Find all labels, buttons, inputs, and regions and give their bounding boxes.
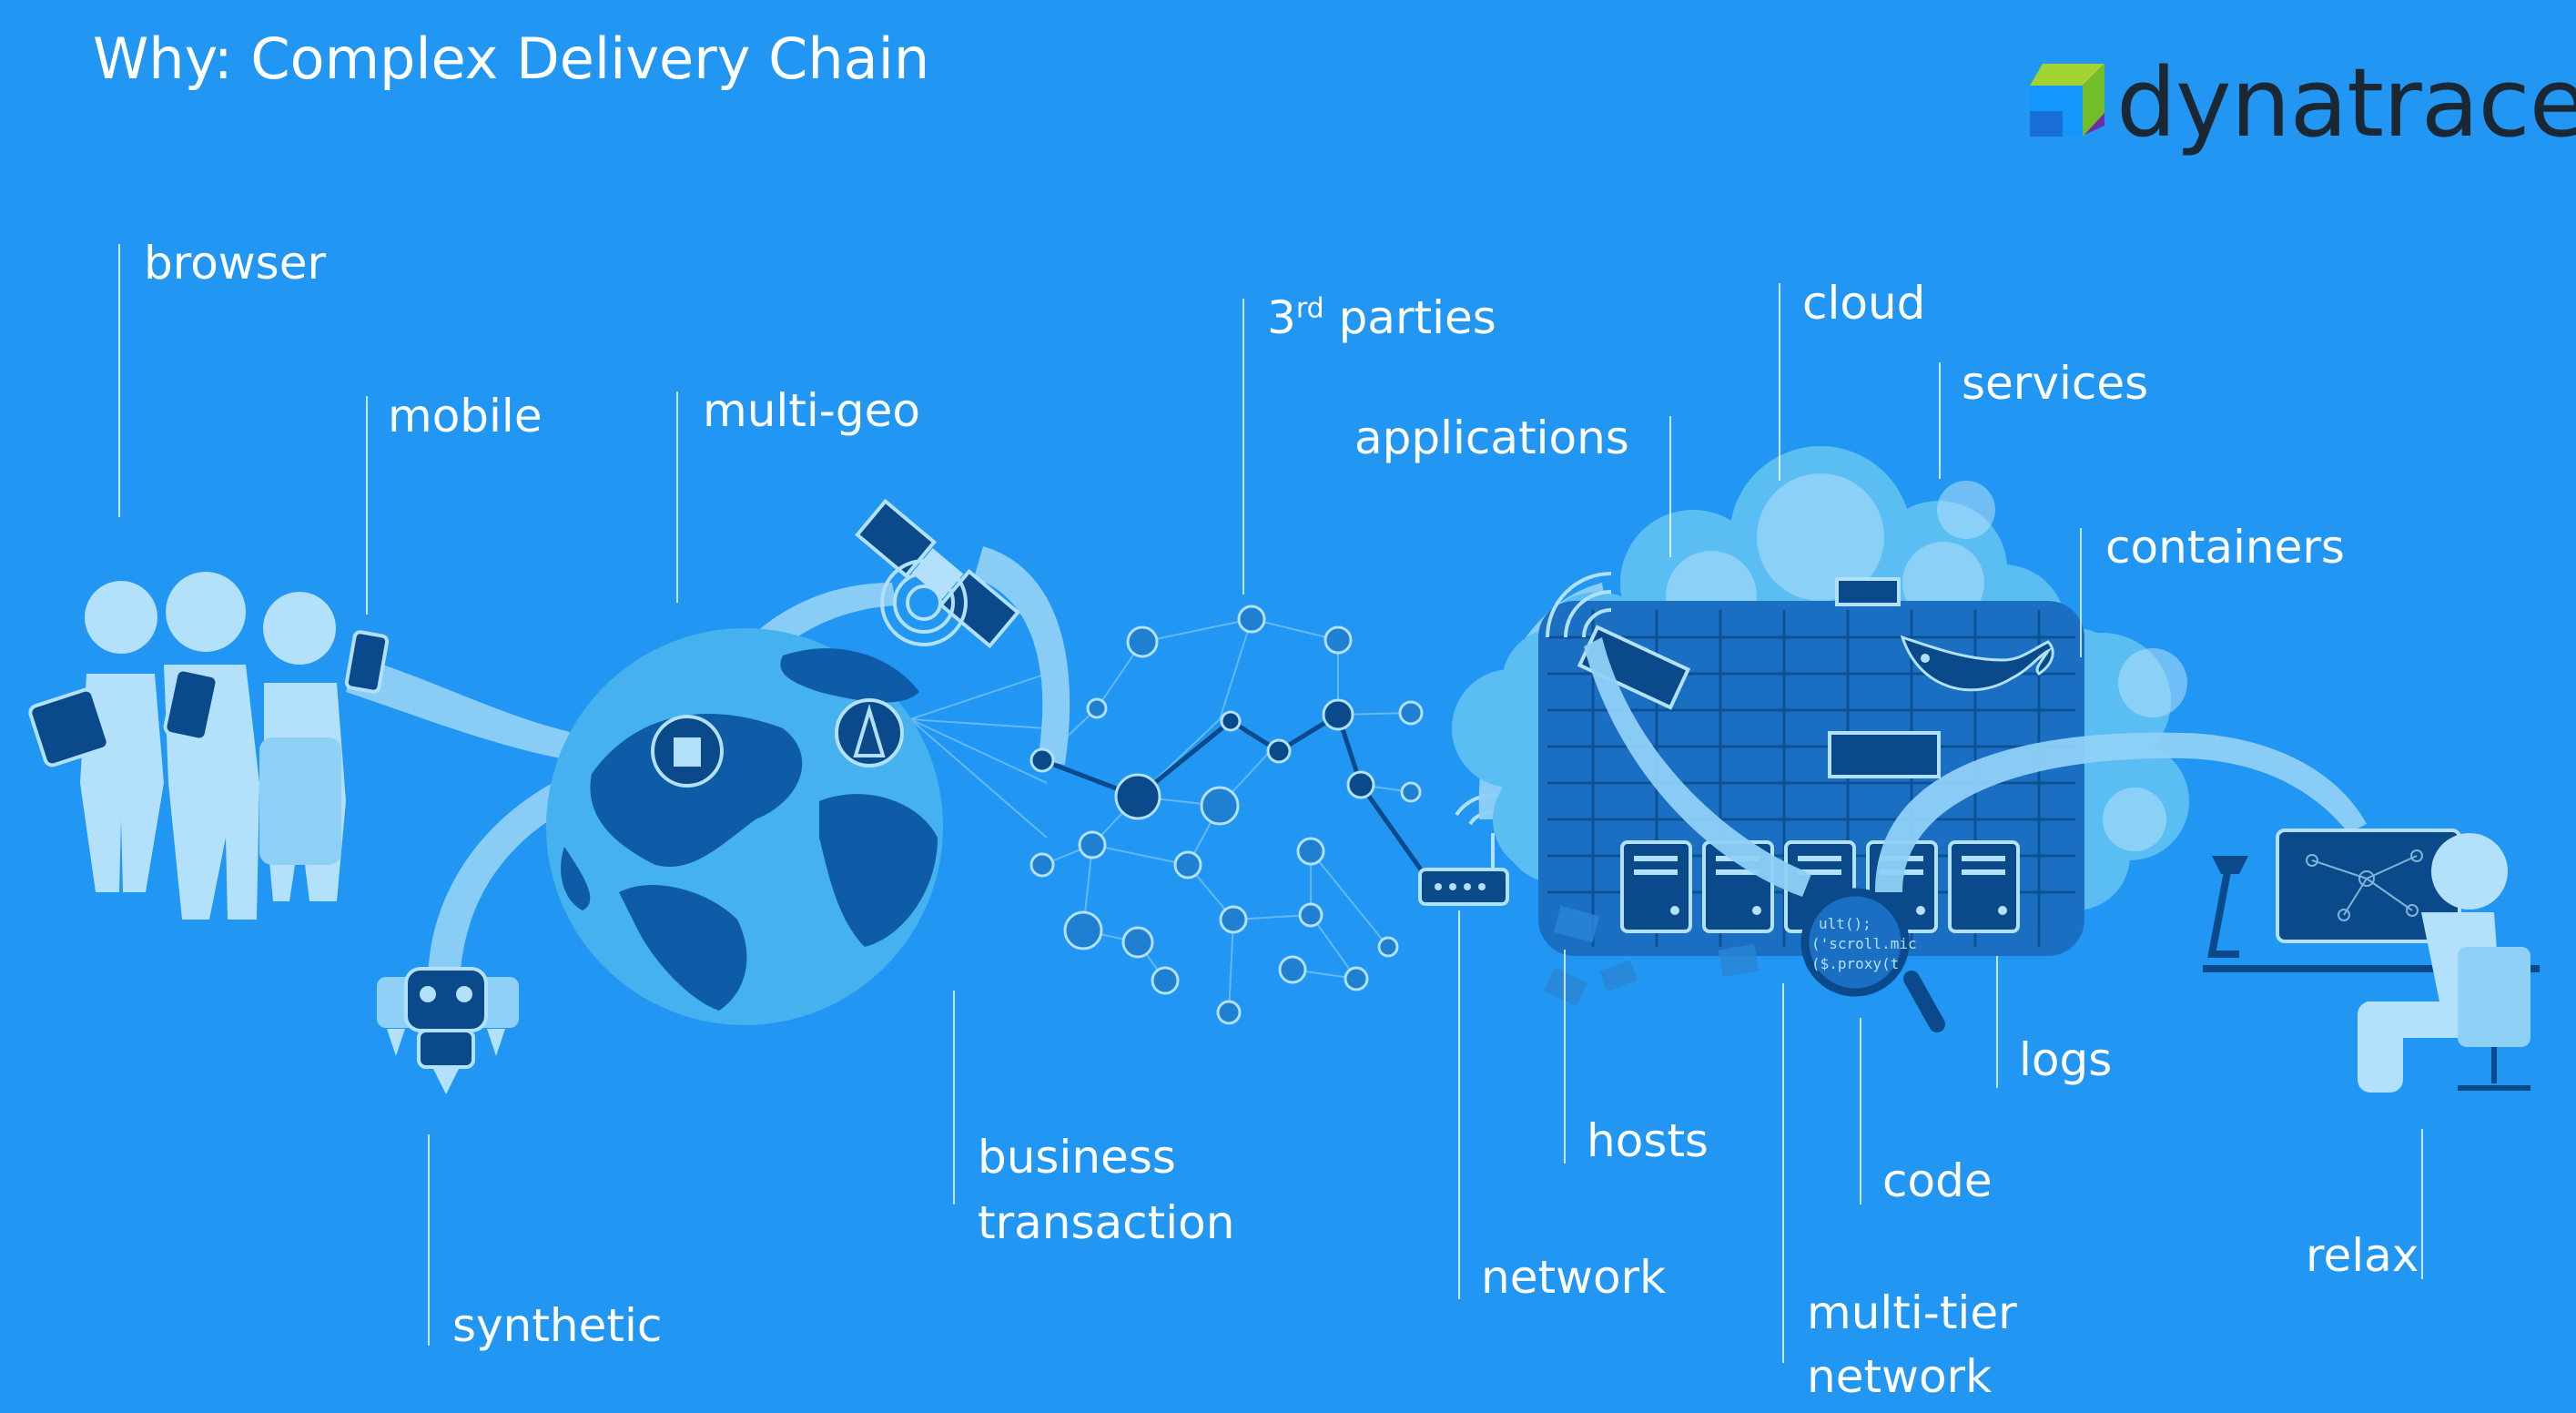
synthetic-connector-line [428,1134,430,1346]
label-third-parties: 3rd parties [1267,290,1496,347]
logo-wordmark: dynatrace [2116,47,2576,158]
logs-connector-line [1996,956,1998,1088]
label-browser: browser [144,237,327,290]
label-third-parties-superscript: rd [1295,292,1324,325]
relaxing-person-icon [2203,828,2540,1093]
cloud-to-relax-stream [1584,637,2367,897]
code-snippet-line2: ('scroll.mic [1811,935,1917,952]
label-multi-tier-line1: multi-tier [1807,1286,2017,1339]
mobile-connector-line [366,396,368,615]
globe-beams [909,673,1048,839]
globe-icon [546,628,943,1025]
third-parties-connector-line [1242,299,1244,595]
label-relax: relax [2306,1229,2419,1282]
slide-title: Why: Complex Delivery Chain [93,25,930,92]
satellite-icon [854,498,1021,649]
label-applications: applications [1354,412,1629,464]
network-connector-line [1458,910,1460,1299]
label-logs: logs [2019,1033,2113,1086]
dynatrace-logo-icon [2030,64,2104,137]
label-multi-geo: multi-geo [703,384,920,437]
label-hosts: hosts [1587,1114,1709,1167]
applications-connector-line [1669,416,1671,557]
whale-icon [1900,635,2054,692]
label-code: code [1882,1154,1993,1207]
label-network: network [1481,1251,1667,1304]
multi-geo-connector-line [676,391,678,603]
label-mobile: mobile [388,390,543,442]
relax-connector-line [2421,1129,2423,1279]
label-services: services [1962,357,2149,410]
code-snippet-line3: ($.proxy(t [1811,955,1899,972]
label-synthetic: synthetic [452,1299,663,1352]
hosts-connector-line [1564,950,1566,1164]
browser-connector-line [118,244,120,517]
container-icon [1577,577,1941,778]
label-multi-tier-line2: network [1807,1350,1993,1403]
label-business-line1: business [978,1131,1176,1184]
users-group-icon [28,572,390,920]
robot-icon [377,967,519,1094]
label-cloud: cloud [1802,277,1926,330]
label-third-parties-text: parties [1323,291,1496,344]
network-mesh [1029,605,1436,1025]
code-snippet-line1: ult(); [1819,915,1871,932]
label-third-parties-number: 3 [1267,291,1296,344]
business-connector-line [953,991,955,1205]
containers-connector-line [2080,528,2082,657]
code-connector-line [1860,1018,1861,1205]
services-connector-line [1939,362,1941,479]
cloud-signal-icon [1546,572,1612,638]
satellite-signal-icon [880,559,968,646]
label-containers: containers [2105,521,2345,574]
label-business-line2: transaction [978,1196,1235,1249]
magnifier-icon: ult(); ('scroll.mic ($.proxy(t [1800,888,1945,1032]
label-business-transaction: business transaction [978,1124,1234,1255]
multi-tier-connector-line [1782,983,1784,1363]
cloud-connector-line [1779,283,1780,481]
label-multi-tier-network: multi-tier network [1807,1281,2017,1408]
